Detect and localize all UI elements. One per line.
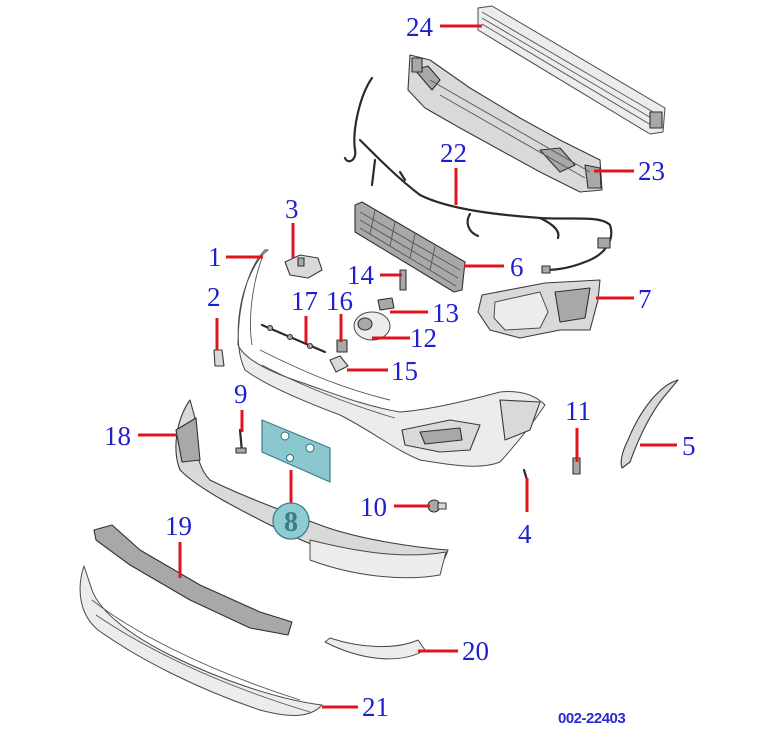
callout-13: 13 [432, 298, 459, 328]
part-19-lower-trim [93, 524, 293, 636]
part-20-chrome-trim [324, 637, 426, 660]
callout-12: 12 [410, 323, 437, 353]
part-17-retainer [260, 323, 327, 354]
part-14-clip [399, 269, 407, 291]
callout-18: 18 [104, 421, 131, 451]
callout-3: 4 [518, 519, 532, 549]
callout-8: 8 [284, 507, 298, 538]
part-2-bracket [213, 349, 225, 367]
part-18-lower-cover [175, 399, 449, 579]
callout-9: 9 [234, 379, 248, 409]
part-24-reinforcement-bar [477, 5, 666, 135]
callout-19: 19 [165, 511, 192, 541]
part-4-bracket [284, 254, 323, 279]
part-1-bumper-cover [237, 249, 546, 467]
callout-17: 17 [291, 286, 318, 316]
part-22-wiring-harness [343, 76, 613, 274]
callout-7: 7 [638, 284, 652, 314]
callout-11: 11 [565, 396, 591, 426]
callout-21: 21 [362, 692, 389, 722]
callout-15: 15 [391, 356, 418, 386]
callout-6: 6 [510, 252, 524, 282]
part-12-parking-sensor [353, 311, 391, 341]
callout-2: 2 [207, 282, 221, 312]
callout-23: 23 [638, 156, 665, 186]
part-10-screw [427, 499, 447, 513]
callout-14: 14 [347, 260, 375, 290]
callout-1: 1 [208, 242, 222, 272]
part-5-arch-moulding [620, 379, 679, 469]
part-15-bezel [329, 355, 349, 373]
callout-4: 3 [285, 194, 299, 224]
part-23-energy-absorber [407, 54, 603, 193]
diagram-code: 002-22403 [558, 710, 625, 727]
part-7-fog-bezel [477, 279, 601, 339]
part-9-pin [235, 428, 247, 454]
callout-24: 24 [406, 12, 434, 42]
part-13-sensor-bracket [377, 297, 395, 311]
part-21-skid-plate [79, 565, 323, 716]
part-6-grille [354, 201, 466, 293]
callout-5: 5 [682, 431, 696, 461]
callout-22: 22 [440, 138, 467, 168]
callout-8-badge: 8 [272, 502, 310, 540]
part-8-license-bracket [261, 419, 331, 483]
callout-16: 16 [326, 286, 353, 316]
callout-10: 10 [360, 492, 387, 522]
callout-20: 20 [462, 636, 489, 666]
